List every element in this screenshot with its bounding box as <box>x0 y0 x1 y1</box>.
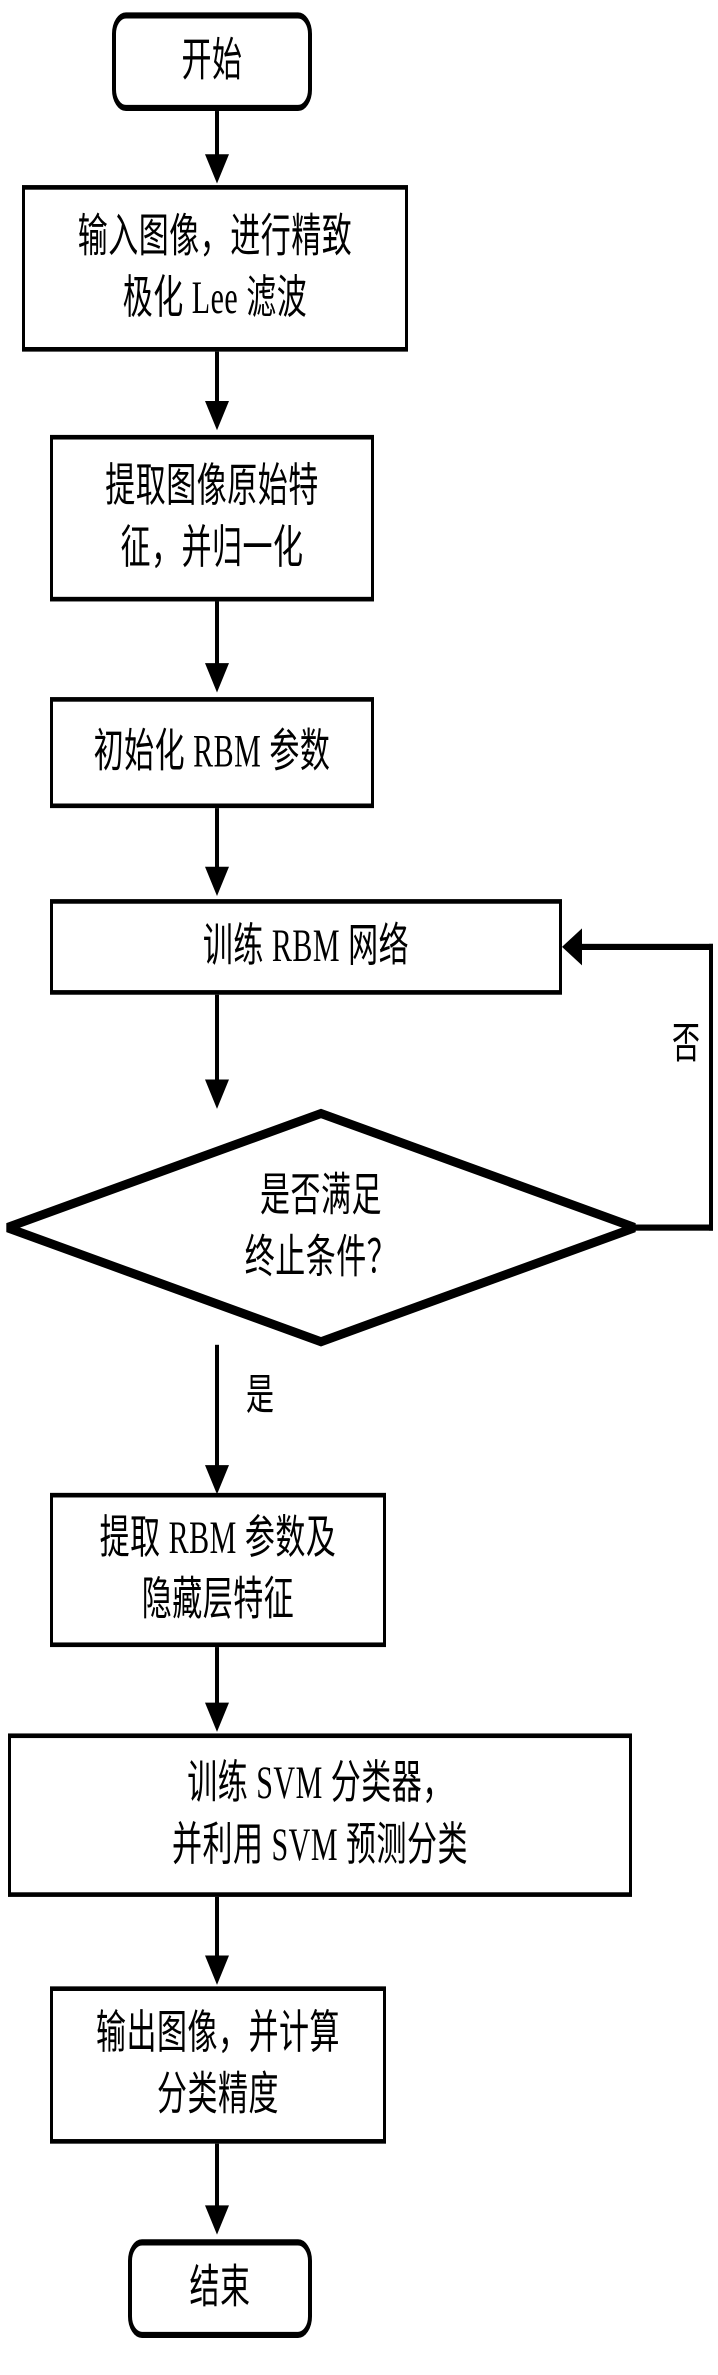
node-start-label: 开始 <box>181 35 243 87</box>
edge-output-to-end-line <box>215 2143 219 2218</box>
edge-initrbm-to-trainrbm-line <box>215 808 219 876</box>
edge-start-to-preprocess-line <box>215 111 219 164</box>
node-features[interactable]: 提取图像原始特 征，并归一化 <box>50 434 374 602</box>
node-output[interactable]: 输出图像，并计算 分类精度 <box>50 1986 386 2144</box>
edge-decision-no-segment-right <box>633 1224 713 1231</box>
node-end[interactable]: 结束 <box>128 2239 312 2338</box>
node-features-label: 提取图像原始特 征，并归一化 <box>105 461 319 574</box>
node-preprocess-label: 输入图像，进行精致 极化 Lee 滤波 <box>77 211 353 324</box>
edge-extractrbm-to-svm-line <box>215 1647 219 1712</box>
edge-decision-no-segment-left <box>582 943 713 950</box>
edge-preprocess-to-features-line <box>215 351 219 411</box>
node-svm[interactable]: 训练 SVM 分类器， 并利用 SVM 预测分类 <box>8 1733 632 1897</box>
edge-decision-no-arrow <box>562 928 582 966</box>
node-init-rbm[interactable]: 初始化 RBM 参数 <box>50 697 374 809</box>
node-extract-rbm[interactable]: 提取 RBM 参数及 隐藏层特征 <box>50 1492 386 1648</box>
node-start[interactable]: 开始 <box>112 12 312 112</box>
edge-svm-to-output-arrow <box>205 1955 229 1985</box>
node-output-label: 输出图像，并计算 分类精度 <box>96 2008 340 2121</box>
node-decision-label: 是否满足 终止条件？ <box>244 1171 398 1284</box>
edge-label-no: 否 <box>672 1020 701 1069</box>
edge-output-to-end-arrow <box>205 2205 229 2235</box>
edge-features-to-initrbm-line <box>215 601 219 670</box>
edge-trainrbm-to-decision-line <box>215 994 219 1091</box>
node-train-rbm[interactable]: 训练 RBM 网络 <box>50 899 562 995</box>
node-preprocess[interactable]: 输入图像，进行精致 极化 Lee 滤波 <box>22 185 408 352</box>
node-decision[interactable]: 是否满足 终止条件？ <box>3 1107 639 1348</box>
edge-initrbm-to-trainrbm-arrow <box>205 866 229 897</box>
node-svm-label: 训练 SVM 分类器， 并利用 SVM 预测分类 <box>171 1758 469 1871</box>
edge-decision-yes-line <box>215 1344 219 1472</box>
edge-preprocess-to-features-arrow <box>205 400 229 431</box>
edge-decision-no-segment-up <box>709 943 713 1231</box>
edge-trainrbm-to-decision-arrow <box>205 1079 229 1109</box>
node-train-rbm-label: 训练 RBM 网络 <box>202 921 410 972</box>
node-end-label: 结束 <box>189 2262 251 2314</box>
edge-label-yes: 是 <box>246 1372 275 1421</box>
edge-extractrbm-to-svm-arrow <box>205 1702 229 1732</box>
edge-decision-yes-arrow <box>205 1465 229 1495</box>
node-extract-rbm-label: 提取 RBM 参数及 隐藏层特征 <box>99 1513 337 1626</box>
diamond-shape <box>6 1108 636 1347</box>
edge-start-to-preprocess-arrow <box>205 154 229 184</box>
edge-svm-to-output-line <box>215 1896 219 1965</box>
node-init-rbm-label: 初始化 RBM 参数 <box>93 726 331 778</box>
edge-features-to-initrbm-arrow <box>205 663 229 693</box>
